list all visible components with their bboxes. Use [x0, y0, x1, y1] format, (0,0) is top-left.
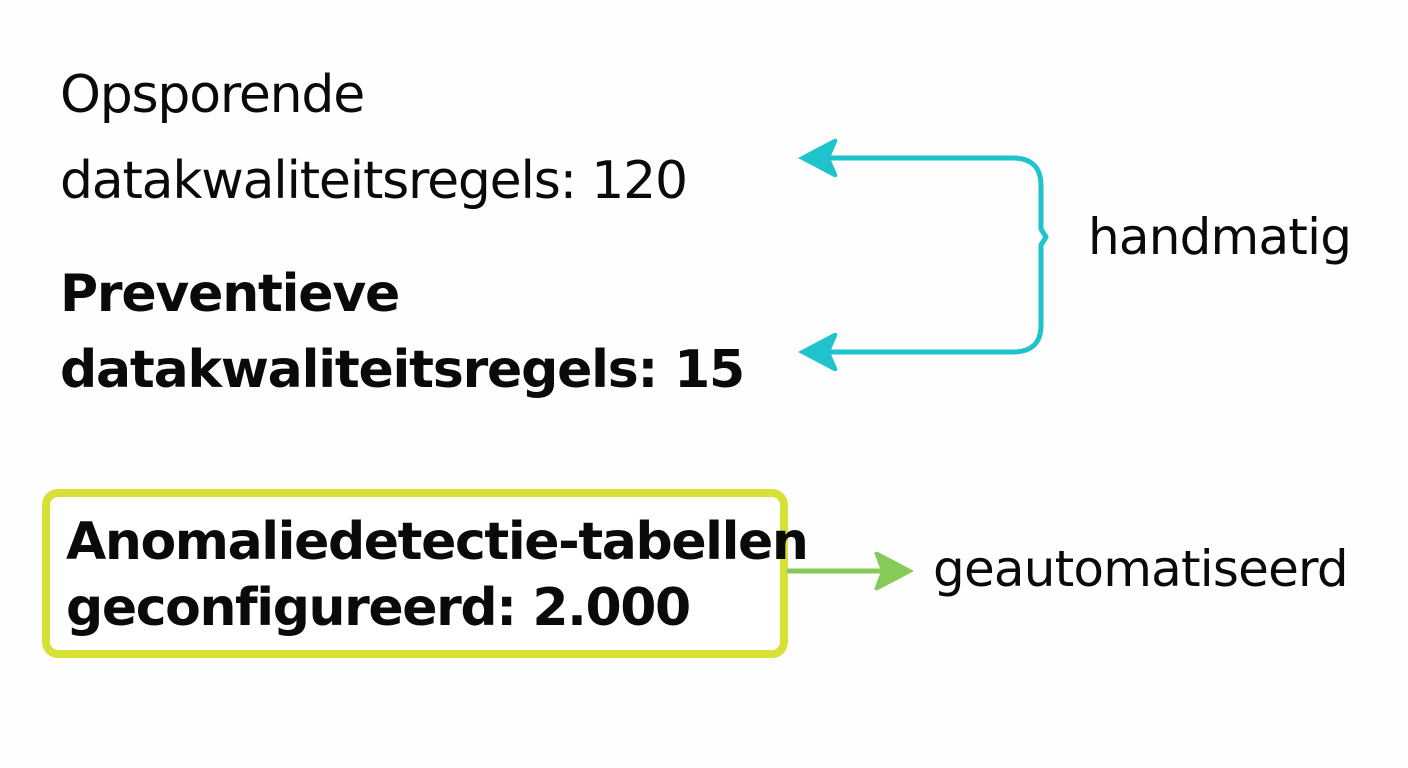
manual-label: handmatig	[1088, 208, 1352, 266]
detective-rules-title: Opsporende	[60, 65, 365, 125]
preventive-rules-count-line: datakwaliteitsregels: 15	[60, 332, 745, 408]
automated-arrow-icon	[786, 551, 914, 591]
anomaly-detection-count-line: geconfigureerd: 2.000	[66, 575, 808, 641]
preventive-rules-title: Preventieve	[60, 264, 400, 324]
manual-arrowhead-bottom-icon	[798, 332, 838, 372]
detective-rules-label: datakwaliteitsregels:	[60, 151, 577, 211]
anomaly-detection-text: Anomaliedetectie-tabellen geconfigureerd…	[66, 509, 809, 641]
automated-label: geautomatiseerd	[933, 540, 1349, 598]
anomaly-detection-value: 2.000	[532, 578, 691, 638]
anomaly-detection-title: Anomaliedetectie-tabellen	[66, 512, 809, 572]
detective-rules-text: Opsporende datakwaliteitsregels: 120	[60, 52, 688, 224]
manual-arrowhead-top-icon	[798, 138, 838, 178]
manual-bracket-icon	[819, 155, 1049, 355]
anomaly-detection-label: geconfigureerd:	[66, 578, 517, 638]
preventive-rules-label: datakwaliteitsregels:	[60, 340, 658, 400]
detective-rules-value: 120	[591, 151, 688, 211]
preventive-rules-text: Preventieve datakwaliteitsregels: 15	[60, 256, 745, 408]
anomaly-detection-box: Anomaliedetectie-tabellen geconfigureerd…	[42, 489, 809, 658]
preventive-rules-value: 15	[674, 340, 745, 400]
detective-rules-count-line: datakwaliteitsregels: 120	[60, 138, 688, 224]
